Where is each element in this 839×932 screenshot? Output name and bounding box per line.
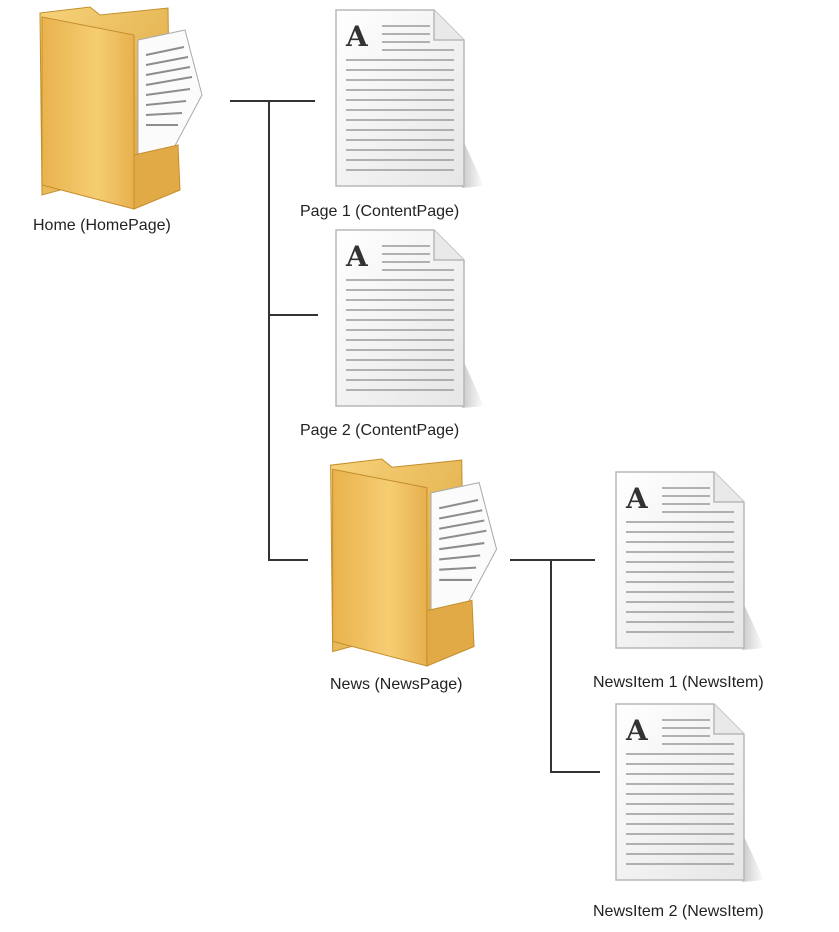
svg-text:A: A [625,482,649,515]
svg-text:A: A [345,240,369,273]
node-label-home: Home (HomePage) [33,217,171,234]
folder-icon [30,5,205,210]
connector-page2-branch [268,314,318,316]
node-label-news: News (NewsPage) [330,676,463,693]
connector-news-branch [268,559,308,561]
connector-news-trunk [550,559,552,773]
document-icon: A [614,702,764,887]
document-icon: A [334,228,484,413]
connector-home-trunk [268,100,270,561]
svg-text:A: A [345,20,369,53]
connector-newsitem2-branch [550,771,600,773]
node-label-page1: Page 1 (ContentPage) [300,203,460,220]
folder-icon [320,457,500,667]
document-icon: A [614,470,764,655]
document-icon: A [334,8,484,193]
connector-home-horizontal [230,100,315,102]
node-label-page2: Page 2 (ContentPage) [300,422,460,439]
connector-news-horizontal [510,559,595,561]
svg-text:A: A [625,714,649,747]
node-label-newsitem2: NewsItem 2 (NewsItem) [593,903,764,920]
node-label-newsitem1: NewsItem 1 (NewsItem) [593,674,764,691]
